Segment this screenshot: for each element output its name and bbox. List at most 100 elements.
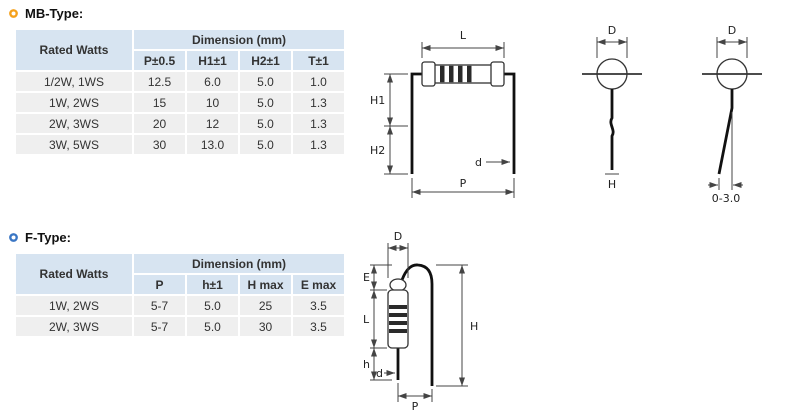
dim-label-P: P <box>412 400 419 413</box>
col-header-h1: H1±1 <box>185 49 240 72</box>
col-header-hmax: H max <box>238 273 293 296</box>
table-row: 1W, 2WS 5-7 5.0 25 3.5 <box>14 294 346 317</box>
rated-watts-cell: 2W, 3WS <box>14 112 134 135</box>
rated-watts-header: Rated Watts <box>14 252 134 296</box>
dimension-d: d <box>376 367 395 380</box>
col-header-p: P <box>132 273 187 296</box>
rated-watts-header: Rated Watts <box>14 28 134 72</box>
dim-label-L: L <box>363 313 370 326</box>
value-cell: 20 <box>132 112 187 135</box>
col-header-emax: E max <box>291 273 346 296</box>
dim-label-H: H <box>608 178 616 191</box>
dimension-L: L <box>421 29 505 58</box>
resistor-leads <box>410 72 516 174</box>
value-cell: 1.3 <box>291 91 346 114</box>
dim-label-H: H <box>470 320 478 333</box>
table-header-row: Rated Watts Dimension (mm) <box>14 28 346 72</box>
table-subheader-row: P h±1 H max E max <box>15 273 346 296</box>
table-header-row: Rated Watts Dimension (mm) <box>14 252 346 296</box>
dimension-h: h <box>363 348 392 381</box>
f-heading: F-Type: <box>8 230 71 245</box>
value-cell: 10 <box>185 91 240 114</box>
rated-watts-cell: 1W, 2WS <box>14 294 134 317</box>
value-cell: 12 <box>185 112 240 135</box>
mb-section-title: MB-Type: <box>25 6 84 21</box>
dimension-D: D <box>716 24 748 58</box>
rated-watts-cell: 1W, 2WS <box>14 91 134 114</box>
mb-type-table: Rated Watts Dimension (mm) P±0.5 H1±1 H2… <box>14 28 346 156</box>
resistor-body <box>421 61 505 87</box>
dimension-bend-offset: 0-3.0 <box>708 112 743 205</box>
value-cell: 25 <box>238 294 293 317</box>
value-cell: 5.0 <box>185 315 240 338</box>
dim-label-P: P <box>460 177 467 190</box>
dim-label-D: D <box>608 24 616 37</box>
value-cell: 3.5 <box>291 315 346 338</box>
dimension-H2: H2 <box>370 126 393 174</box>
table-subheader-row: P±0.5 H1±1 H2±1 T±1 <box>15 49 346 72</box>
mb-bullet-icon <box>9 9 18 18</box>
dim-label-E: E <box>363 271 370 284</box>
dim-label-offset: 0-3.0 <box>712 192 740 205</box>
dimension-H: H <box>436 264 478 387</box>
dimension-D: D <box>387 230 409 278</box>
dim-label-D: D <box>728 24 736 37</box>
dimension-L: L <box>363 290 387 349</box>
value-cell: 5.0 <box>238 112 293 135</box>
f-type-diagram: D E L h d P H <box>363 230 478 413</box>
mb-heading: MB-Type: <box>8 6 83 21</box>
dimension-header: Dimension (mm) <box>132 252 346 275</box>
value-cell: 15 <box>132 91 187 114</box>
f-bullet-icon <box>9 233 18 242</box>
value-cell: 30 <box>238 315 293 338</box>
dim-label-d: d <box>475 156 482 169</box>
col-header-h2: H2±1 <box>238 49 293 72</box>
resistor-body <box>387 278 409 349</box>
straight-lead <box>605 89 619 175</box>
value-cell: 5-7 <box>132 294 187 317</box>
dimension-D: D <box>596 24 628 58</box>
table-row: 3W, 5WS 30 13.0 5.0 1.3 <box>14 133 346 156</box>
col-header-h: h±1 <box>185 273 240 296</box>
value-cell: 3.5 <box>291 294 346 317</box>
col-header-t: T±1 <box>291 49 346 72</box>
bent-lead <box>717 89 734 175</box>
value-cell: 5-7 <box>132 315 187 338</box>
value-cell: 12.5 <box>132 70 187 93</box>
col-header-p: P±0.5 <box>132 49 187 72</box>
dimension-d: d <box>475 156 510 169</box>
rated-watts-cell: 1/2W, 1WS <box>14 70 134 93</box>
resistor-top-view <box>702 58 762 90</box>
dimension-P: P <box>411 177 515 198</box>
table-row: 2W, 3WS 5-7 5.0 30 3.5 <box>14 315 346 338</box>
value-cell: 5.0 <box>185 294 240 317</box>
formed-lead <box>396 263 434 386</box>
mb-top-view-straight-diagram: D H <box>582 24 642 191</box>
dim-label-h: h <box>363 358 370 371</box>
rated-watts-cell: 3W, 5WS <box>14 133 134 156</box>
table-row: 1W, 2WS 15 10 5.0 1.3 <box>14 91 346 114</box>
dim-label-H1: H1 <box>370 94 385 107</box>
dimension-header: Dimension (mm) <box>132 28 346 51</box>
mb-top-view-bent-diagram: D 0-3.0 <box>702 24 762 205</box>
mb-front-view-diagram: L H1 H2 P d <box>370 29 516 198</box>
resistor-top-view <box>582 58 642 90</box>
dim-label-H2: H2 <box>370 144 385 157</box>
dim-label-L: L <box>460 29 467 42</box>
dim-label-d: d <box>376 367 383 380</box>
value-cell: 1.0 <box>291 70 346 93</box>
value-cell: 5.0 <box>238 133 293 156</box>
value-cell: 1.3 <box>291 112 346 135</box>
value-cell: 5.0 <box>238 91 293 114</box>
value-cell: 5.0 <box>238 70 293 93</box>
rated-watts-cell: 2W, 3WS <box>14 315 134 338</box>
value-cell: 6.0 <box>185 70 240 93</box>
value-cell: 13.0 <box>185 133 240 156</box>
dim-label-D: D <box>394 230 402 243</box>
f-section-title: F-Type: <box>25 230 71 245</box>
dimension-P: P <box>397 383 433 413</box>
table-row: 1/2W, 1WS 12.5 6.0 5.0 1.0 <box>14 70 346 93</box>
value-cell: 30 <box>132 133 187 156</box>
table-row: 2W, 3WS 20 12 5.0 1.3 <box>14 112 346 135</box>
